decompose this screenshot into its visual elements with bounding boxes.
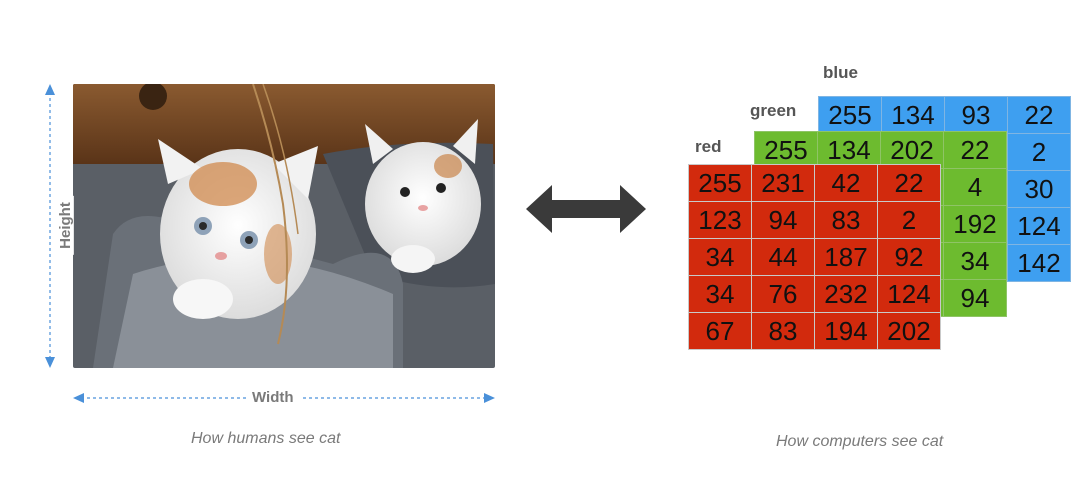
matrix-cell: 187 (814, 238, 878, 276)
matrix-cell: 202 (880, 131, 944, 169)
height-dimension-arrow (45, 84, 55, 368)
matrix-row: 255 231 42 22 (688, 164, 941, 202)
double-arrow-icon (526, 185, 646, 233)
matrix-cell: 30 (1007, 170, 1071, 208)
green-channel-label: green (750, 101, 797, 120)
matrix-cell: 231 (751, 164, 815, 202)
matrix-cell: 93 (944, 96, 1008, 134)
matrix-row: 255 134 93 22 (818, 96, 1071, 134)
matrix-cell: 42 (814, 164, 878, 202)
caption-humans: How humans see cat (191, 430, 341, 447)
matrix-cell: 202 (877, 312, 941, 350)
matrix-row: 255 134 202 22 (754, 131, 1007, 169)
matrix-cell: 192 (943, 205, 1007, 243)
matrix-row: 67 83 194 202 (688, 312, 941, 350)
matrix-cell: 83 (814, 201, 878, 239)
matrix-cell: 2 (877, 201, 941, 239)
matrix-cell: 76 (751, 275, 815, 313)
matrix-cell: 44 (751, 238, 815, 276)
matrix-cell: 67 (688, 312, 752, 350)
matrix-cell: 255 (688, 164, 752, 202)
matrix-cell: 34 (688, 275, 752, 313)
matrix-cell: 34 (943, 242, 1007, 280)
blue-channel-label: blue (823, 63, 858, 82)
matrix-cell: 34 (688, 238, 752, 276)
matrix-cell: 22 (943, 131, 1007, 169)
matrix-row: 34 44 187 92 (688, 238, 941, 276)
kittens-illustration (73, 84, 495, 368)
matrix-cell: 255 (818, 96, 882, 134)
kittens-photo (73, 84, 495, 368)
matrix-cell: 255 (754, 131, 818, 169)
caption-computers: How computers see cat (776, 433, 944, 450)
red-channel-label: red (695, 137, 722, 156)
matrix-cell: 194 (814, 312, 878, 350)
matrix-cell: 134 (881, 96, 945, 134)
matrix-row: 123 94 83 2 (688, 201, 941, 239)
matrix-cell: 2 (1007, 133, 1071, 171)
matrix-cell: 83 (751, 312, 815, 350)
matrix-cell: 124 (877, 275, 941, 313)
matrix-cell: 4 (943, 168, 1007, 206)
width-dimension-arrow (73, 393, 495, 403)
red-channel-matrix: 255 231 42 22 123 94 83 2 34 44 187 92 3… (688, 164, 941, 350)
matrix-cell: 22 (1007, 96, 1071, 134)
matrix-cell: 94 (751, 201, 815, 239)
matrix-cell: 142 (1007, 244, 1071, 282)
matrix-cell: 124 (1007, 207, 1071, 245)
height-label: Height (56, 196, 74, 255)
matrix-cell: 92 (877, 238, 941, 276)
matrix-cell: 134 (817, 131, 881, 169)
matrix-cell: 232 (814, 275, 878, 313)
matrix-cell: 94 (943, 279, 1007, 317)
matrix-cell: 123 (688, 201, 752, 239)
width-label: Width (246, 389, 300, 406)
matrix-row: 34 76 232 124 (688, 275, 941, 313)
matrix-cell: 22 (877, 164, 941, 202)
